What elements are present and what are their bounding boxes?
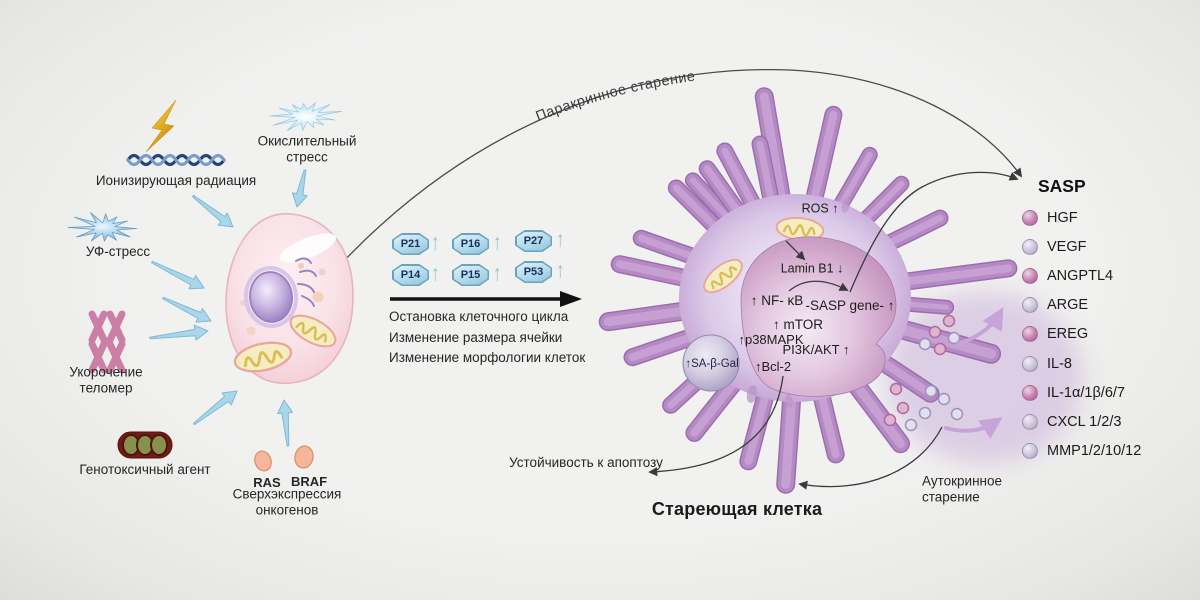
sasp-header: SASP [1038,176,1086,196]
sasp-bullet-icon [1022,413,1038,430]
ionizing-radiation-label: Ионизирующая радиация [95,172,257,188]
up-arrow-icon: ↑ [431,230,440,255]
mito-to-lamin-arrow [785,240,806,261]
normal-cell-nucleus [243,266,299,328]
up-arrow-icon: ↑ [556,227,565,252]
pi3k-akt-label: PI3K/AKT ↑ [782,342,850,358]
braf-protein-icon [294,445,314,469]
sasp-bullet-icon [1022,209,1038,226]
genotoxic-agent-label: Генотоксичный агент [79,461,211,477]
telomere-shortening-label: Укорочение теломер [69,364,143,396]
sasp-bullet-icon [1022,384,1038,401]
ras-protein-icon [254,450,272,472]
marker-badge-p21: P21 [392,233,429,255]
sasp-bullet-icon [1022,355,1038,372]
sasp-bullet-icon [1022,238,1038,255]
bcl2-label: ↑Bcl-2 [754,359,792,375]
sasp-item: CXCL 1/2/3 [1022,407,1200,436]
sasp-list: SASP HGF VEGF ANGPTL4 ARGE EREG IL-8 IL-… [1022,175,1200,466]
transition-line-3: Изменение морфологии клеток [389,349,586,365]
paracrine-label: Паракринное старение [534,69,696,125]
marker-badge-p15: P15 [452,264,489,286]
mtor-label: ↑ mTOR [773,316,823,332]
ros-label: ROS ↑ [801,201,839,216]
secreted-vesicles [883,307,1004,439]
nfkb-label: ↑ NF- κB [750,292,804,308]
up-arrow-icon: ↑ [493,261,502,286]
chromosomes-icon [88,310,126,374]
oncogene-overexpression-label: Сверхэкспрессия онкогенов [232,486,342,518]
sasp-gene-to-sasp-arrow [849,171,1019,293]
dna-helix-icon [126,153,226,167]
genotoxic-agent-icon [117,431,173,459]
senescent-cell-graphic [598,87,1018,494]
up-arrow-icon: ↑ [556,258,565,283]
sasp-bullet-icon [1022,443,1038,460]
sasp-item: ARGE [1022,291,1200,320]
sasp-bullet-icon [1022,297,1038,314]
marker-badge-p27: P27 [515,230,552,252]
p38mapk-label: ↑p38MAPK [738,332,804,348]
stress-starburst-icons [67,101,342,242]
endoplasmic-reticulum [295,257,317,307]
svg-text:Паракринное старение: Паракринное старение [534,69,697,125]
transition-line-2: Изменение размера ячейки [389,329,563,345]
stress-arrows [149,169,308,447]
secretion-arrow-lower [944,417,1003,439]
lamin-b1-label: Lamin B1 ↓ [780,261,844,276]
oxidative-stress-label: Окислительный стресс [257,133,357,165]
autocrine-senescence-label: Аутокринное старение [922,473,1003,505]
sasp-bullet-icon [1022,326,1038,343]
sasp-item: ANGPTL4 [1022,261,1200,290]
sasp-gene-label: -SASP gene- ↑ [805,297,895,313]
sasp-item: VEGF [1022,232,1200,261]
sasp-item: IL-1α/1β/6/7 [1022,378,1200,407]
sa-b-gal-label: ↑SA-β-Gal [685,357,739,370]
apoptosis-resistance-label: Устойчивость к апоптозу [509,454,663,470]
up-arrow-icon: ↑ [493,230,502,255]
braf-label: BRAF [290,474,328,490]
up-arrow-icon: ↑ [431,261,440,286]
secretion-arrow-upper [956,307,1004,346]
autocrine-arrow [798,426,943,490]
nfkb-to-sasp-gene-arrow [788,280,849,292]
ras-label: RAS [253,475,281,491]
sasp-item: HGF [1022,203,1200,232]
marker-badge-p14: P14 [392,264,429,286]
annotation-arrows [648,171,1019,490]
lightning-bolt-icon [145,99,177,153]
marker-badge-p53: P53 [515,261,552,283]
apoptosis-resistance-arrow [648,375,784,477]
sasp-item: IL-8 [1022,349,1200,378]
sasp-item: MMP1/2/10/12 [1022,437,1200,466]
senescent-cell-title: Стареющая клетка [651,499,823,520]
sa-b-gal-lysosome [682,334,740,392]
transition-line-1: Остановка клеточного цикла [389,308,569,324]
marker-badge-p16: P16 [452,233,489,255]
sasp-bullet-icon [1022,267,1038,284]
uv-stress-label: УФ-стресс [85,243,151,259]
transition-arrow [390,291,582,307]
sasp-item: EREG [1022,320,1200,349]
normal-cell-graphic [225,212,354,384]
